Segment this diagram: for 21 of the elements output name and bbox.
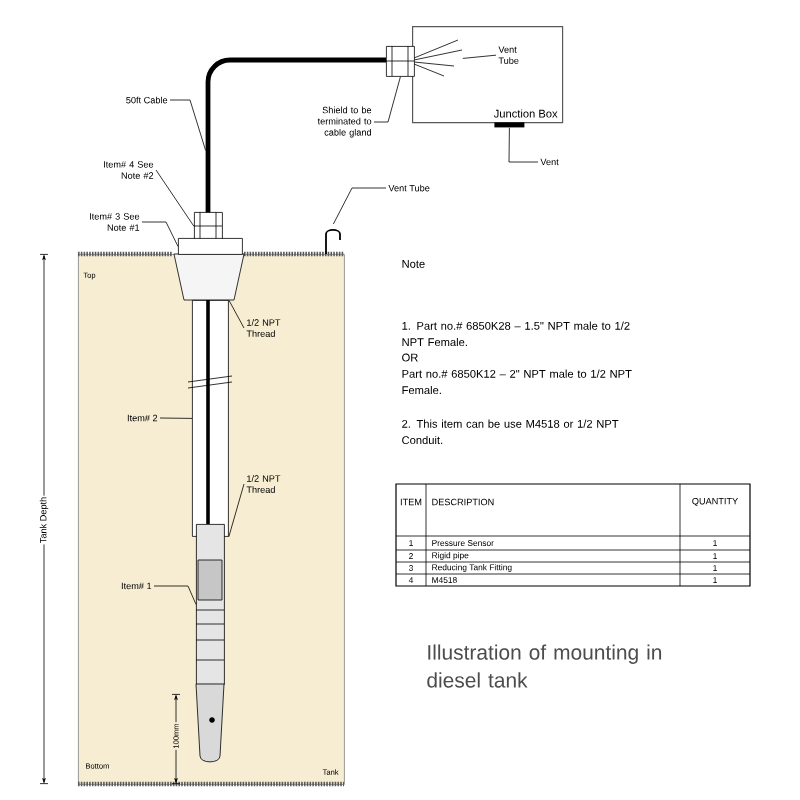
cable-drawing (205, 57, 386, 214)
leader-line (333, 187, 387, 225)
reducing-fitting (178, 238, 243, 255)
leader-line (462, 54, 497, 59)
pressure-sensor (195, 524, 225, 763)
leader-line (228, 299, 245, 329)
caption: Illustration of mounting in diesel tank (427, 644, 662, 688)
tank-gland (193, 211, 223, 241)
leader-line (169, 99, 206, 151)
rigid-pipe (187, 300, 233, 537)
leader-line (508, 127, 539, 163)
vent-tube-drawing (325, 229, 341, 255)
leader-line (153, 585, 197, 605)
leader-line (373, 76, 401, 123)
leader-line (159, 417, 193, 419)
wires-drawing (413, 39, 463, 77)
cable-gland (385, 45, 415, 77)
leader-line (141, 221, 179, 247)
leader-line (155, 169, 195, 227)
leader-line (228, 483, 245, 538)
vent-bar (494, 122, 525, 128)
